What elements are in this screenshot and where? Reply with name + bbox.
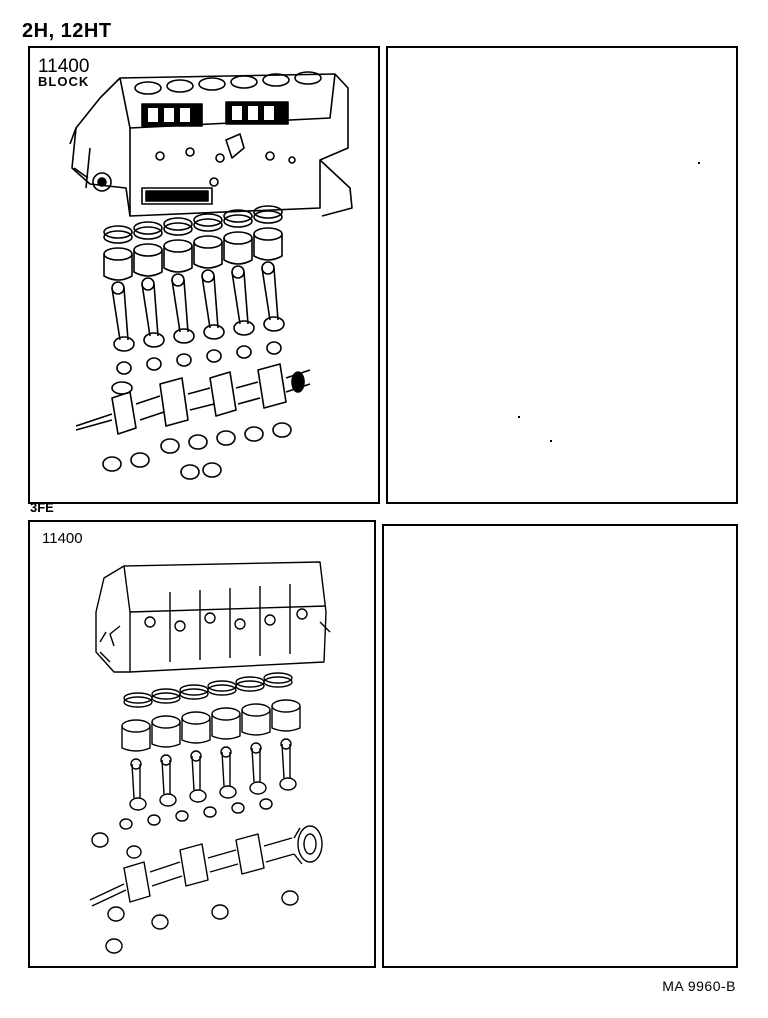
connecting-rods-drawing <box>129 738 297 811</box>
rod-bearings-drawing <box>119 798 273 830</box>
main-bearings-drawing <box>91 832 299 954</box>
piston-rings-drawing <box>123 672 293 708</box>
engine-block-exploded-drawing <box>89 561 331 954</box>
connecting-rods-drawing <box>111 261 285 352</box>
part-number-label: 11400 <box>42 530 83 547</box>
blank-panel-bottom-right <box>382 524 738 968</box>
crankshaft-drawing <box>89 825 323 907</box>
pistons-drawing <box>121 699 301 752</box>
section-label: 3FE <box>30 500 54 515</box>
diagram-panel-bottom-left: 11400 <box>28 520 376 968</box>
page-title: 2H, 12HT <box>22 20 112 42</box>
diagram-panel-top-left: 11400 BLOCK <box>28 46 380 504</box>
blank-panel-top-right <box>386 46 738 504</box>
part-number-label: 11400 <box>38 56 90 77</box>
rod-bearings-drawing <box>116 341 282 375</box>
engine-block-exploded-drawing <box>69 71 353 480</box>
cylinder-block-drawing <box>95 561 331 673</box>
cylinder-block-drawing <box>69 71 353 217</box>
part-name-label: BLOCK <box>38 74 90 89</box>
crankshaft-drawing <box>75 363 311 435</box>
piston-rings-drawing <box>103 205 283 244</box>
main-bearings-drawing <box>102 422 292 480</box>
reference-code: MA 9960-B <box>662 978 736 994</box>
pistons-drawing <box>103 227 283 281</box>
